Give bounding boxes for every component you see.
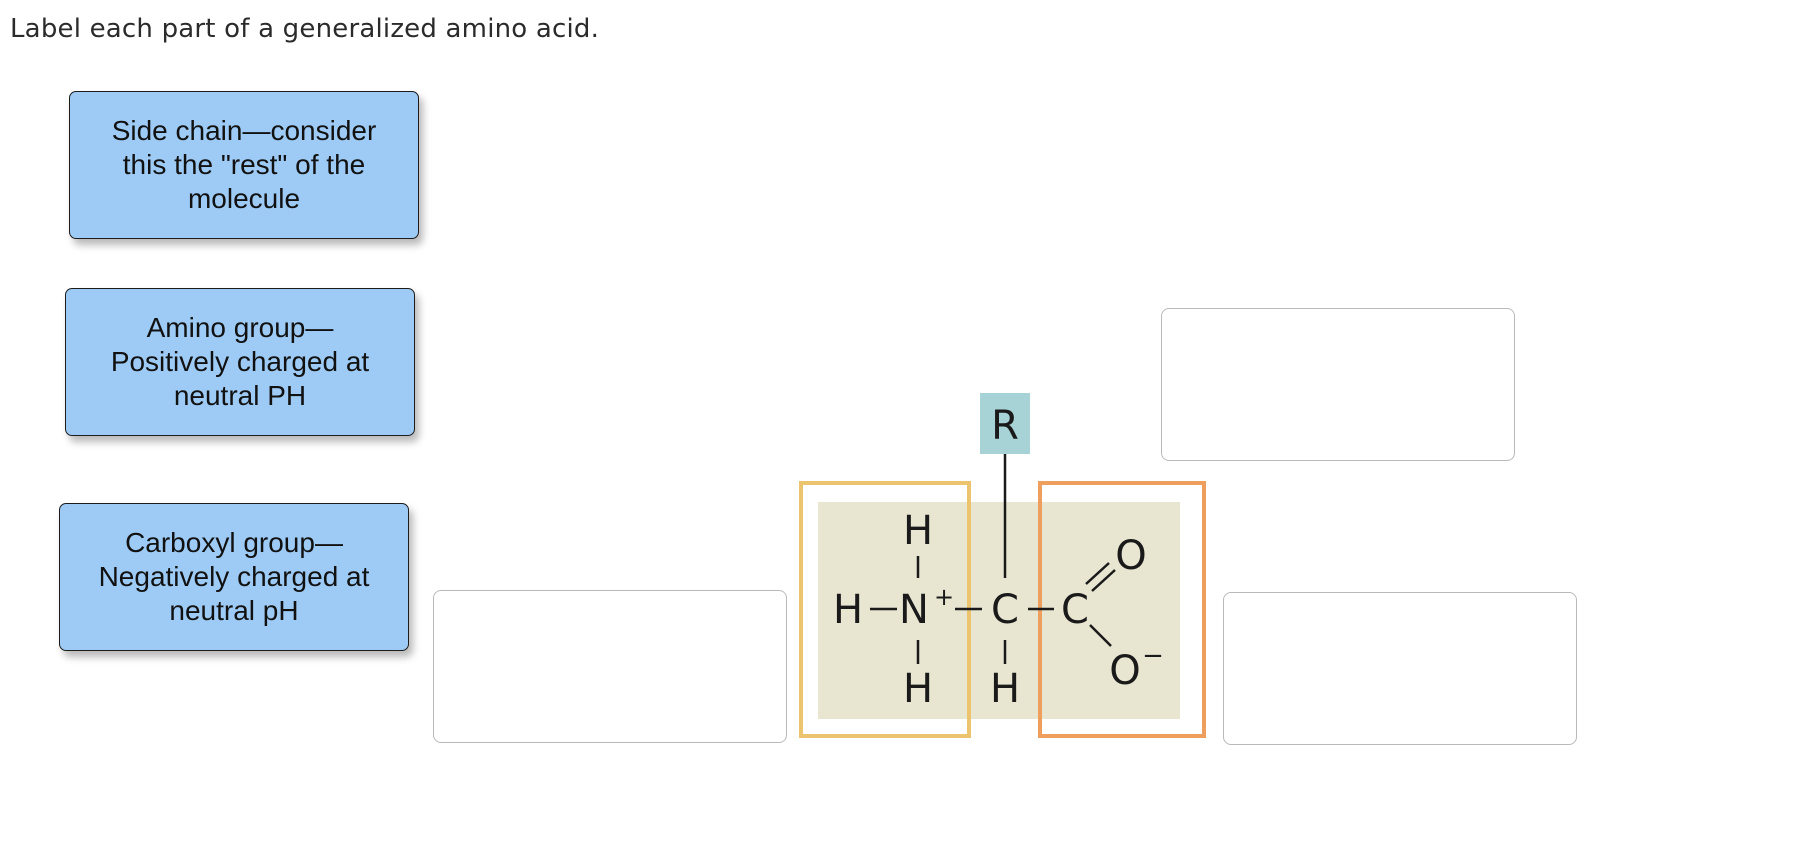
question-prompt: Label each part of a generalized amino a… <box>10 14 600 44</box>
r-group-symbol: R <box>991 403 1019 449</box>
side-chain-label-card[interactable]: Side chain—consider this the "rest" of t… <box>69 91 419 239</box>
amino-group-label-text: Amino group— Positively charged at neutr… <box>110 312 370 411</box>
drop-zone-amino[interactable] <box>433 590 787 743</box>
carboxyl-group-label-text: Carboxyl group— Negatively charged at ne… <box>98 527 370 626</box>
r-group-box <box>980 393 1030 454</box>
nitrogen-positive-charge: + <box>934 583 954 611</box>
alpha-carbon-hydrogen: H <box>990 666 1020 712</box>
alpha-carbon: C <box>991 587 1019 633</box>
amino-group-label-card[interactable]: Amino group— Positively charged at neutr… <box>65 288 415 436</box>
amino-hydrogen-top: H <box>903 508 933 554</box>
bond-c-o-double-1 <box>1085 562 1110 585</box>
amino-group-outline <box>799 481 971 738</box>
side-chain-label-text: Side chain—consider this the "rest" of t… <box>111 115 377 214</box>
drop-zone-side-chain[interactable] <box>1161 308 1515 461</box>
oxygen-negative-charge: − <box>1142 641 1164 671</box>
bond-c-o-single <box>1089 624 1112 647</box>
carboxyl-group-label-card[interactable]: Carboxyl group— Negatively charged at ne… <box>59 503 409 651</box>
carboxyl-oxygen-double: O <box>1115 533 1146 579</box>
carboxyl-oxygen-single: O <box>1109 648 1140 694</box>
amino-hydrogen-bottom: H <box>903 666 933 712</box>
bond-c-o-double-2 <box>1091 569 1116 592</box>
amino-nitrogen: N <box>899 587 929 633</box>
carboxyl-carbon: C <box>1061 587 1089 633</box>
carboxyl-group-outline <box>1038 481 1206 738</box>
molecule-background <box>818 502 1180 719</box>
drop-zone-carboxyl[interactable] <box>1223 592 1577 745</box>
amino-hydrogen-left: H <box>833 587 863 633</box>
